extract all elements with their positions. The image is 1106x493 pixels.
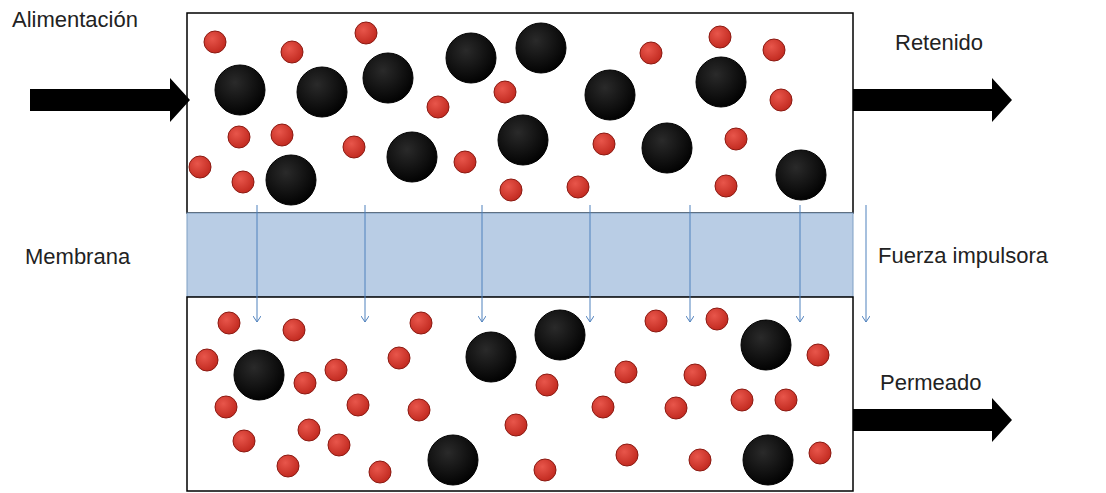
flow-arrow xyxy=(800,205,801,322)
small-particle xyxy=(807,344,829,366)
large-particle xyxy=(215,65,265,115)
large-particle xyxy=(466,332,516,382)
retentate-arrow xyxy=(853,78,1012,122)
small-particle xyxy=(196,349,218,371)
flow-arrow xyxy=(690,205,691,322)
small-particle xyxy=(615,361,637,383)
small-particle xyxy=(775,389,797,411)
flow-arrow xyxy=(866,205,867,322)
small-particle xyxy=(355,22,377,44)
small-particle xyxy=(343,136,365,158)
large-particle xyxy=(234,350,284,400)
small-particle xyxy=(325,359,347,381)
large-particle xyxy=(446,33,496,83)
small-particle xyxy=(505,414,527,436)
small-particle xyxy=(215,396,237,418)
small-particle xyxy=(500,179,522,201)
small-particle xyxy=(277,455,299,477)
flow-arrow xyxy=(257,205,258,322)
small-particle xyxy=(427,96,449,118)
small-particle xyxy=(369,461,391,483)
small-particle xyxy=(233,430,255,452)
small-particle xyxy=(298,419,320,441)
small-particle xyxy=(408,399,430,421)
feed-label: Alimentación xyxy=(12,7,138,33)
permeate-label: Permeado xyxy=(880,370,982,396)
permeate-arrow xyxy=(853,398,1012,442)
small-particle xyxy=(725,128,747,150)
small-particle xyxy=(706,308,728,330)
large-particle xyxy=(387,132,437,182)
permeate-chamber xyxy=(187,297,853,491)
flow-arrow xyxy=(482,205,483,322)
large-particle xyxy=(642,123,692,173)
small-particle xyxy=(494,81,516,103)
large-particle xyxy=(363,53,413,103)
retentate-label: Retenido xyxy=(895,30,983,56)
feed-arrow xyxy=(30,78,190,122)
small-particle xyxy=(640,42,662,64)
large-particle xyxy=(428,435,478,485)
large-particle xyxy=(498,115,548,165)
feed-chamber xyxy=(187,13,853,213)
small-particle xyxy=(454,151,476,173)
small-particle xyxy=(281,41,303,63)
large-particle xyxy=(696,57,746,107)
small-particle xyxy=(388,347,410,369)
small-particle xyxy=(731,389,753,411)
small-particle xyxy=(689,449,711,471)
small-particle xyxy=(616,444,638,466)
driving-force-label: Fuerza impulsora xyxy=(878,243,1048,269)
small-particle xyxy=(283,319,305,341)
large-particle xyxy=(297,67,347,117)
large-particle xyxy=(266,155,316,205)
large-particle xyxy=(516,23,566,73)
membrane-label: Membrana xyxy=(25,244,130,270)
small-particle xyxy=(592,396,614,418)
small-particle xyxy=(347,394,369,416)
small-particle xyxy=(593,133,615,155)
large-particle xyxy=(535,310,585,360)
small-particle xyxy=(410,312,432,334)
small-particle xyxy=(232,171,254,193)
small-particle xyxy=(294,372,316,394)
small-particle xyxy=(763,39,785,61)
small-particle xyxy=(709,26,731,48)
small-particle xyxy=(809,442,831,464)
small-particle xyxy=(665,397,687,419)
small-particle xyxy=(567,176,589,198)
large-particle xyxy=(776,150,826,200)
flow-arrow xyxy=(365,205,366,322)
large-particle xyxy=(743,435,793,485)
small-particle xyxy=(534,459,556,481)
small-particle xyxy=(189,156,211,178)
large-particle xyxy=(741,320,791,370)
small-particle xyxy=(770,89,792,111)
small-particle xyxy=(328,434,350,456)
small-particle xyxy=(536,374,558,396)
small-particle xyxy=(645,310,667,332)
large-particle xyxy=(585,70,635,120)
flow-arrow xyxy=(590,205,591,322)
small-particle xyxy=(715,175,737,197)
small-particle xyxy=(218,312,240,334)
membrane-band xyxy=(187,213,853,297)
small-particle xyxy=(684,364,706,386)
small-particle xyxy=(228,126,250,148)
small-particle xyxy=(271,124,293,146)
small-particle xyxy=(204,31,226,53)
